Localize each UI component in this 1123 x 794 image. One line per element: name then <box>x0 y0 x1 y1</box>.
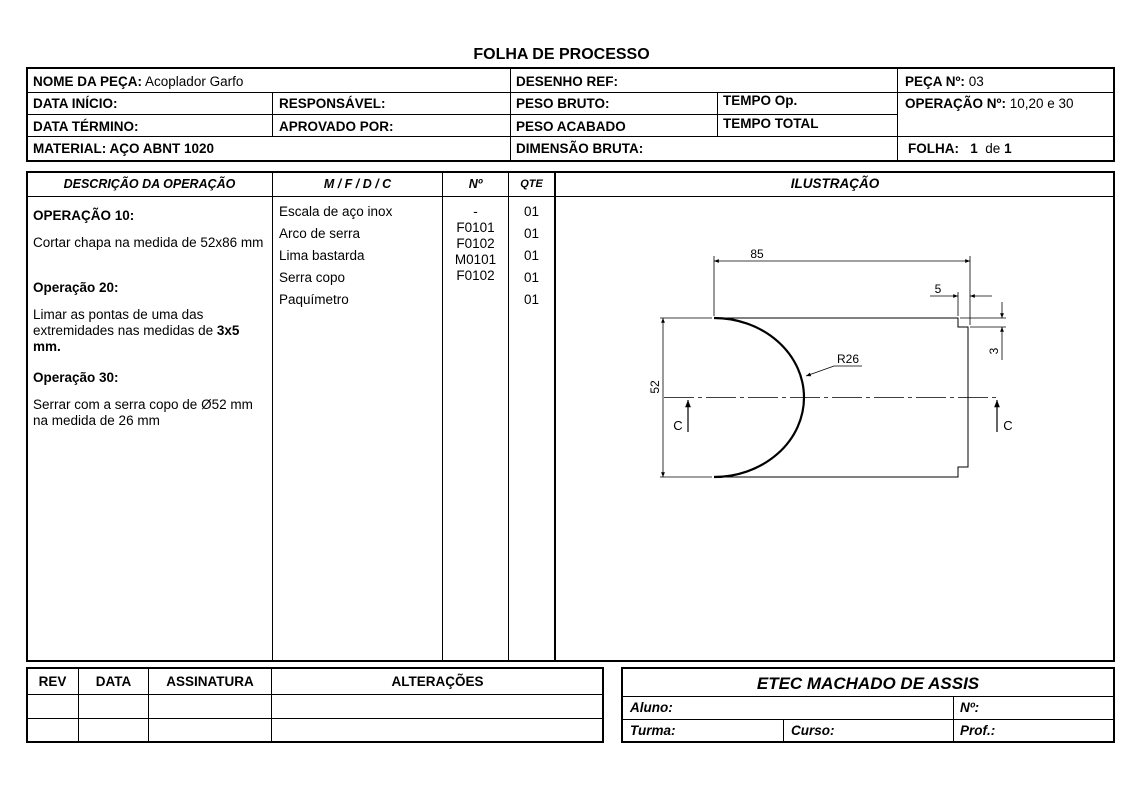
changes-header: ALTERAÇÕES <box>391 674 484 689</box>
part-number-field: PEÇA Nº: 03 <box>905 74 984 89</box>
col-header-mfdc: M / F / D / C <box>323 177 392 191</box>
tool-qty: 01 <box>523 292 540 307</box>
school-name: ETEC MACHADO DE ASSIS <box>756 674 980 693</box>
qty-list: 01 01 01 01 01 <box>509 201 554 311</box>
student-number-label: Nº: <box>960 700 980 715</box>
rev-header: REV <box>38 674 67 689</box>
student-label: Aluno: <box>630 700 673 715</box>
operations-table <box>26 171 1115 662</box>
tool-code: M0101 <box>454 252 497 267</box>
tool-code: - <box>473 204 478 219</box>
operation-10-title: OPERAÇÃO 10: <box>33 208 135 223</box>
col-header-qty: QTE <box>520 178 543 190</box>
tools-list: Escala de aço inox Arco de serra Lima ba… <box>279 201 392 311</box>
tool-qty: 01 <box>523 248 540 263</box>
tool-qty: 01 <box>523 204 540 219</box>
part-name-field: NOME DA PEÇA: Acoplador Garfo <box>33 74 244 89</box>
operation-30-text: Serrar com a serra copo de Ø52 mm na med… <box>33 397 253 428</box>
tool-code: F0102 <box>456 236 495 251</box>
drawing-ref-label: DESENHO REF: <box>516 74 619 89</box>
teacher-label: Prof.: <box>960 723 996 738</box>
codes-list: - F0101 F0102 M0101 F0102 <box>443 204 508 284</box>
tool-name: Escala de aço inox <box>279 204 393 219</box>
material-label: MATERIAL: AÇO ABNT 1020 <box>33 141 215 156</box>
school-block <box>621 667 1115 743</box>
tool-qty: 01 <box>523 270 540 285</box>
date-header: DATA <box>95 674 132 689</box>
section-mark-left: C <box>673 418 682 433</box>
operation-10-text: Cortar chapa na medida de 52x86 mm <box>33 235 264 250</box>
total-time-label: TEMPO TOTAL <box>723 116 819 131</box>
start-date-label: DATA INÍCIO: <box>33 96 118 111</box>
revision-table <box>26 667 604 743</box>
dim-85-label: 85 <box>750 247 764 261</box>
dim-3-label: 3 <box>987 347 1001 354</box>
operation-20-title: Operação 20: <box>33 280 119 295</box>
dim-5-label: 5 <box>935 282 942 296</box>
end-date-label: DATA TÉRMINO: <box>33 119 139 134</box>
tool-name: Arco de serra <box>279 226 361 241</box>
tool-code: F0101 <box>456 220 495 235</box>
signature-header: ASSINATURA <box>166 674 254 689</box>
sheet-field: FOLHA: 1 de 1 <box>908 141 1012 156</box>
col-header-description: DESCRIÇÃO DA OPERAÇÃO <box>63 177 236 191</box>
tool-name: Paquímetro <box>279 292 349 307</box>
course-label: Curso: <box>791 723 835 738</box>
radius-label: R26 <box>837 352 859 366</box>
col-header-number: Nº <box>468 177 483 191</box>
finished-weight-label: PESO ACABADO <box>516 119 626 134</box>
gross-weight-label: PESO BRUTO: <box>516 96 610 111</box>
tool-code: F0102 <box>456 268 495 283</box>
op-time-label: TEMPO Op. <box>723 93 798 108</box>
operation-20-text: Limar as pontas de uma das extremidades … <box>33 307 240 354</box>
tool-qty: 01 <box>523 226 540 241</box>
responsible-label: RESPONSÁVEL: <box>279 96 386 111</box>
approved-by-label: APROVADO POR: <box>279 119 394 134</box>
class-label: Turma: <box>630 723 676 738</box>
operation-number-field: OPERAÇÃO Nº: 10,20 e 30 <box>905 96 1074 111</box>
page-title: FOLHA DE PROCESSO <box>473 46 650 63</box>
raw-dimension-label: DIMENSÃO BRUTA: <box>516 141 644 156</box>
section-mark-right: C <box>1003 418 1012 433</box>
part-outline <box>714 317 969 478</box>
col-header-illustration: ILUSTRAÇÃO <box>790 176 880 191</box>
operation-30-title: Operação 30: <box>33 370 119 385</box>
dim-52-label: 52 <box>648 380 662 394</box>
tool-name: Serra copo <box>279 270 346 285</box>
tool-name: Lima bastarda <box>279 248 365 263</box>
